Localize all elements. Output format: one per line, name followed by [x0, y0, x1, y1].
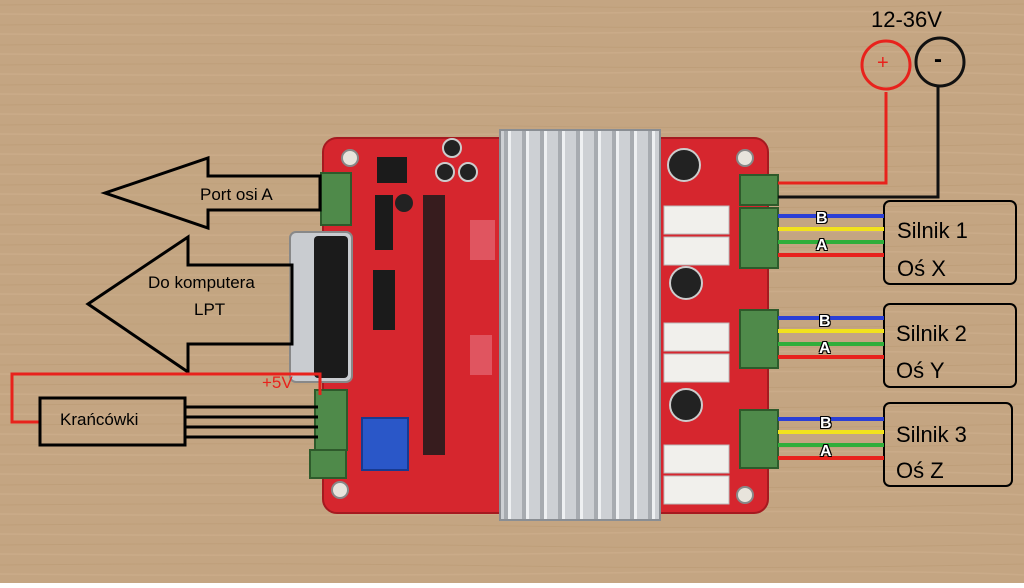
resistor — [664, 237, 729, 265]
arrow-port-a-label: Port osi A — [200, 185, 273, 205]
power-minus-sign: - — [934, 46, 942, 74]
limit-switch-supply-label: +5V — [262, 373, 293, 393]
db25-shell — [314, 236, 348, 378]
capacitor — [459, 163, 477, 181]
motor-3-name: Silnik 3 — [896, 420, 967, 450]
motor-1-name: Silnik 1 — [897, 216, 968, 246]
terminal-power — [740, 175, 778, 205]
motor-1-coil-b: B — [816, 210, 828, 228]
dip-switch — [470, 220, 495, 260]
capacitor — [668, 149, 700, 181]
resistor — [664, 354, 729, 382]
mount-hole — [332, 482, 348, 498]
motor-3-coil-b: B — [820, 415, 832, 433]
capacitor — [670, 389, 702, 421]
motor-2-name: Silnik 2 — [896, 319, 967, 349]
motor-1-axis: Oś X — [897, 254, 946, 284]
motor-2-coil-a: A — [819, 340, 831, 358]
motor-1-coil-a: A — [816, 237, 828, 255]
capacitor — [436, 163, 454, 181]
ic-chip-column — [423, 195, 445, 455]
motor-3-axis: Oś Z — [896, 456, 944, 486]
terminal-motor-2 — [740, 310, 778, 368]
motor-2-coil-b: B — [819, 313, 831, 331]
arrow-lpt-label-line1: Do komputera — [148, 273, 255, 293]
heatsink — [500, 130, 660, 520]
motor-2-axis: Oś Y — [896, 356, 945, 386]
power-plus-sign: + — [877, 52, 889, 75]
terminal-port-a — [321, 173, 351, 225]
mount-hole — [737, 487, 753, 503]
limit-switch-label: Krańcówki — [60, 410, 138, 430]
ic-chip — [377, 157, 407, 183]
resistor — [664, 206, 729, 234]
mount-hole — [342, 150, 358, 166]
pcb-board — [290, 130, 778, 520]
mount-hole — [737, 150, 753, 166]
ic-chip — [373, 270, 395, 330]
capacitor — [395, 194, 413, 212]
power-voltage-label: 12-36V — [871, 7, 942, 33]
terminal-motor-3 — [740, 410, 778, 468]
capacitor — [670, 267, 702, 299]
capacitor — [443, 139, 461, 157]
arrow-lpt-label-line2: LPT — [194, 300, 225, 320]
resistor — [664, 445, 729, 473]
resistor — [664, 323, 729, 351]
relay — [362, 418, 408, 470]
ic-chip — [375, 195, 393, 250]
motor-3-coil-a: A — [820, 443, 832, 461]
terminal-aux — [310, 450, 346, 478]
terminal-motor-1 — [740, 208, 778, 268]
dip-switch — [470, 335, 492, 375]
terminal-limit-switches — [315, 390, 347, 450]
resistor — [664, 476, 729, 504]
